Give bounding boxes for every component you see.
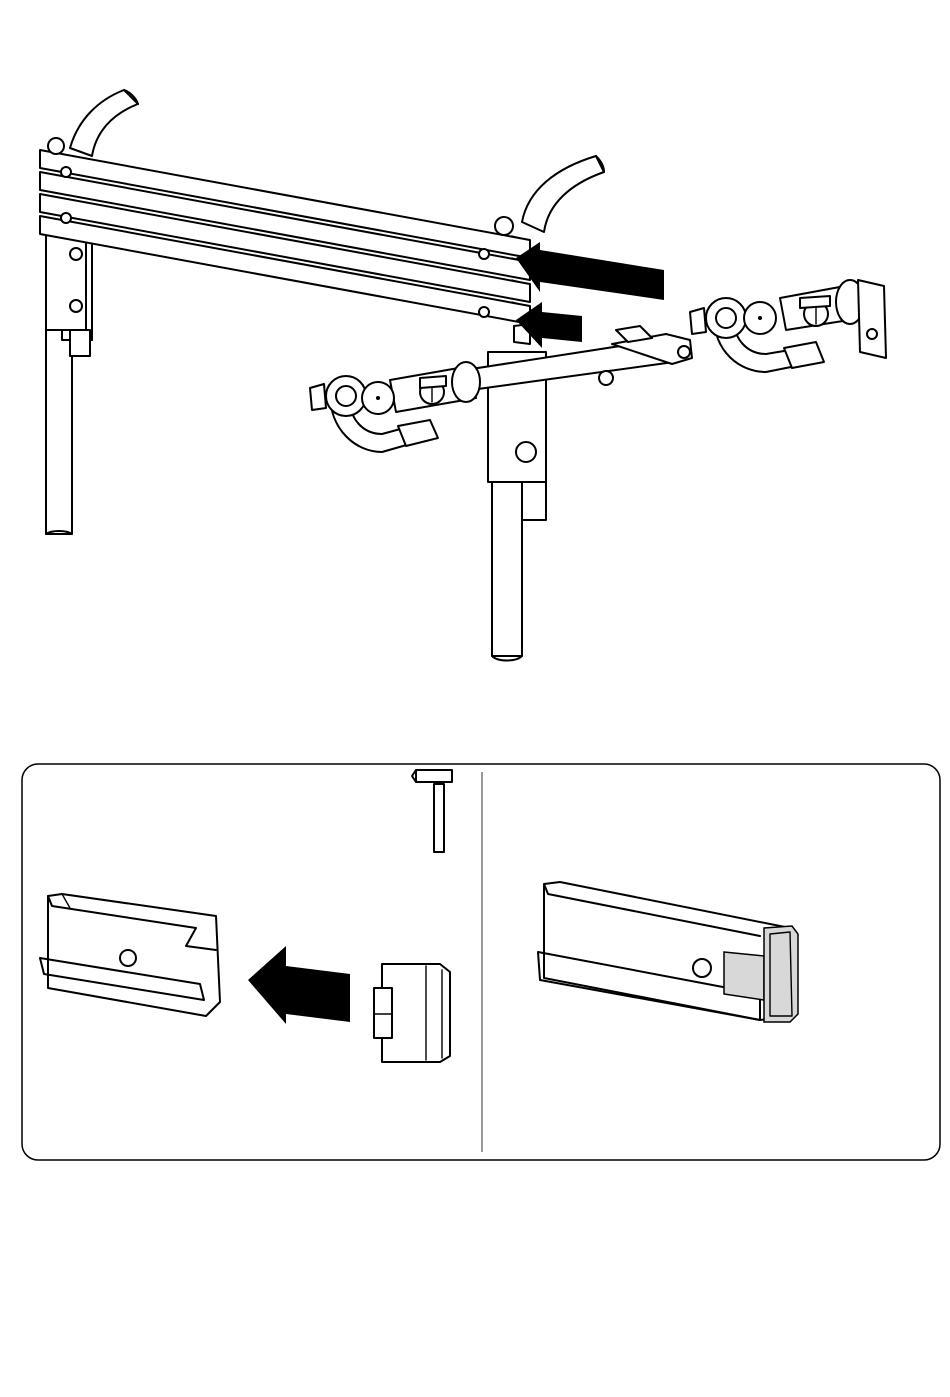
frame-leg-right — [488, 352, 546, 661]
arrow-upper-icon — [516, 242, 664, 300]
frame-back-tube-left — [70, 90, 138, 156]
wheel-clamp-right — [690, 280, 886, 372]
main-assembly-illustration — [40, 90, 886, 661]
frame-leg-left — [46, 234, 92, 534]
frame-back-tube-right — [522, 156, 604, 232]
rail-bracket — [40, 138, 530, 344]
end-cap-part — [374, 964, 450, 1062]
wheel-clamp-left — [310, 362, 480, 452]
detail-panel — [22, 764, 940, 1160]
end-cap-fitted — [764, 926, 798, 1022]
